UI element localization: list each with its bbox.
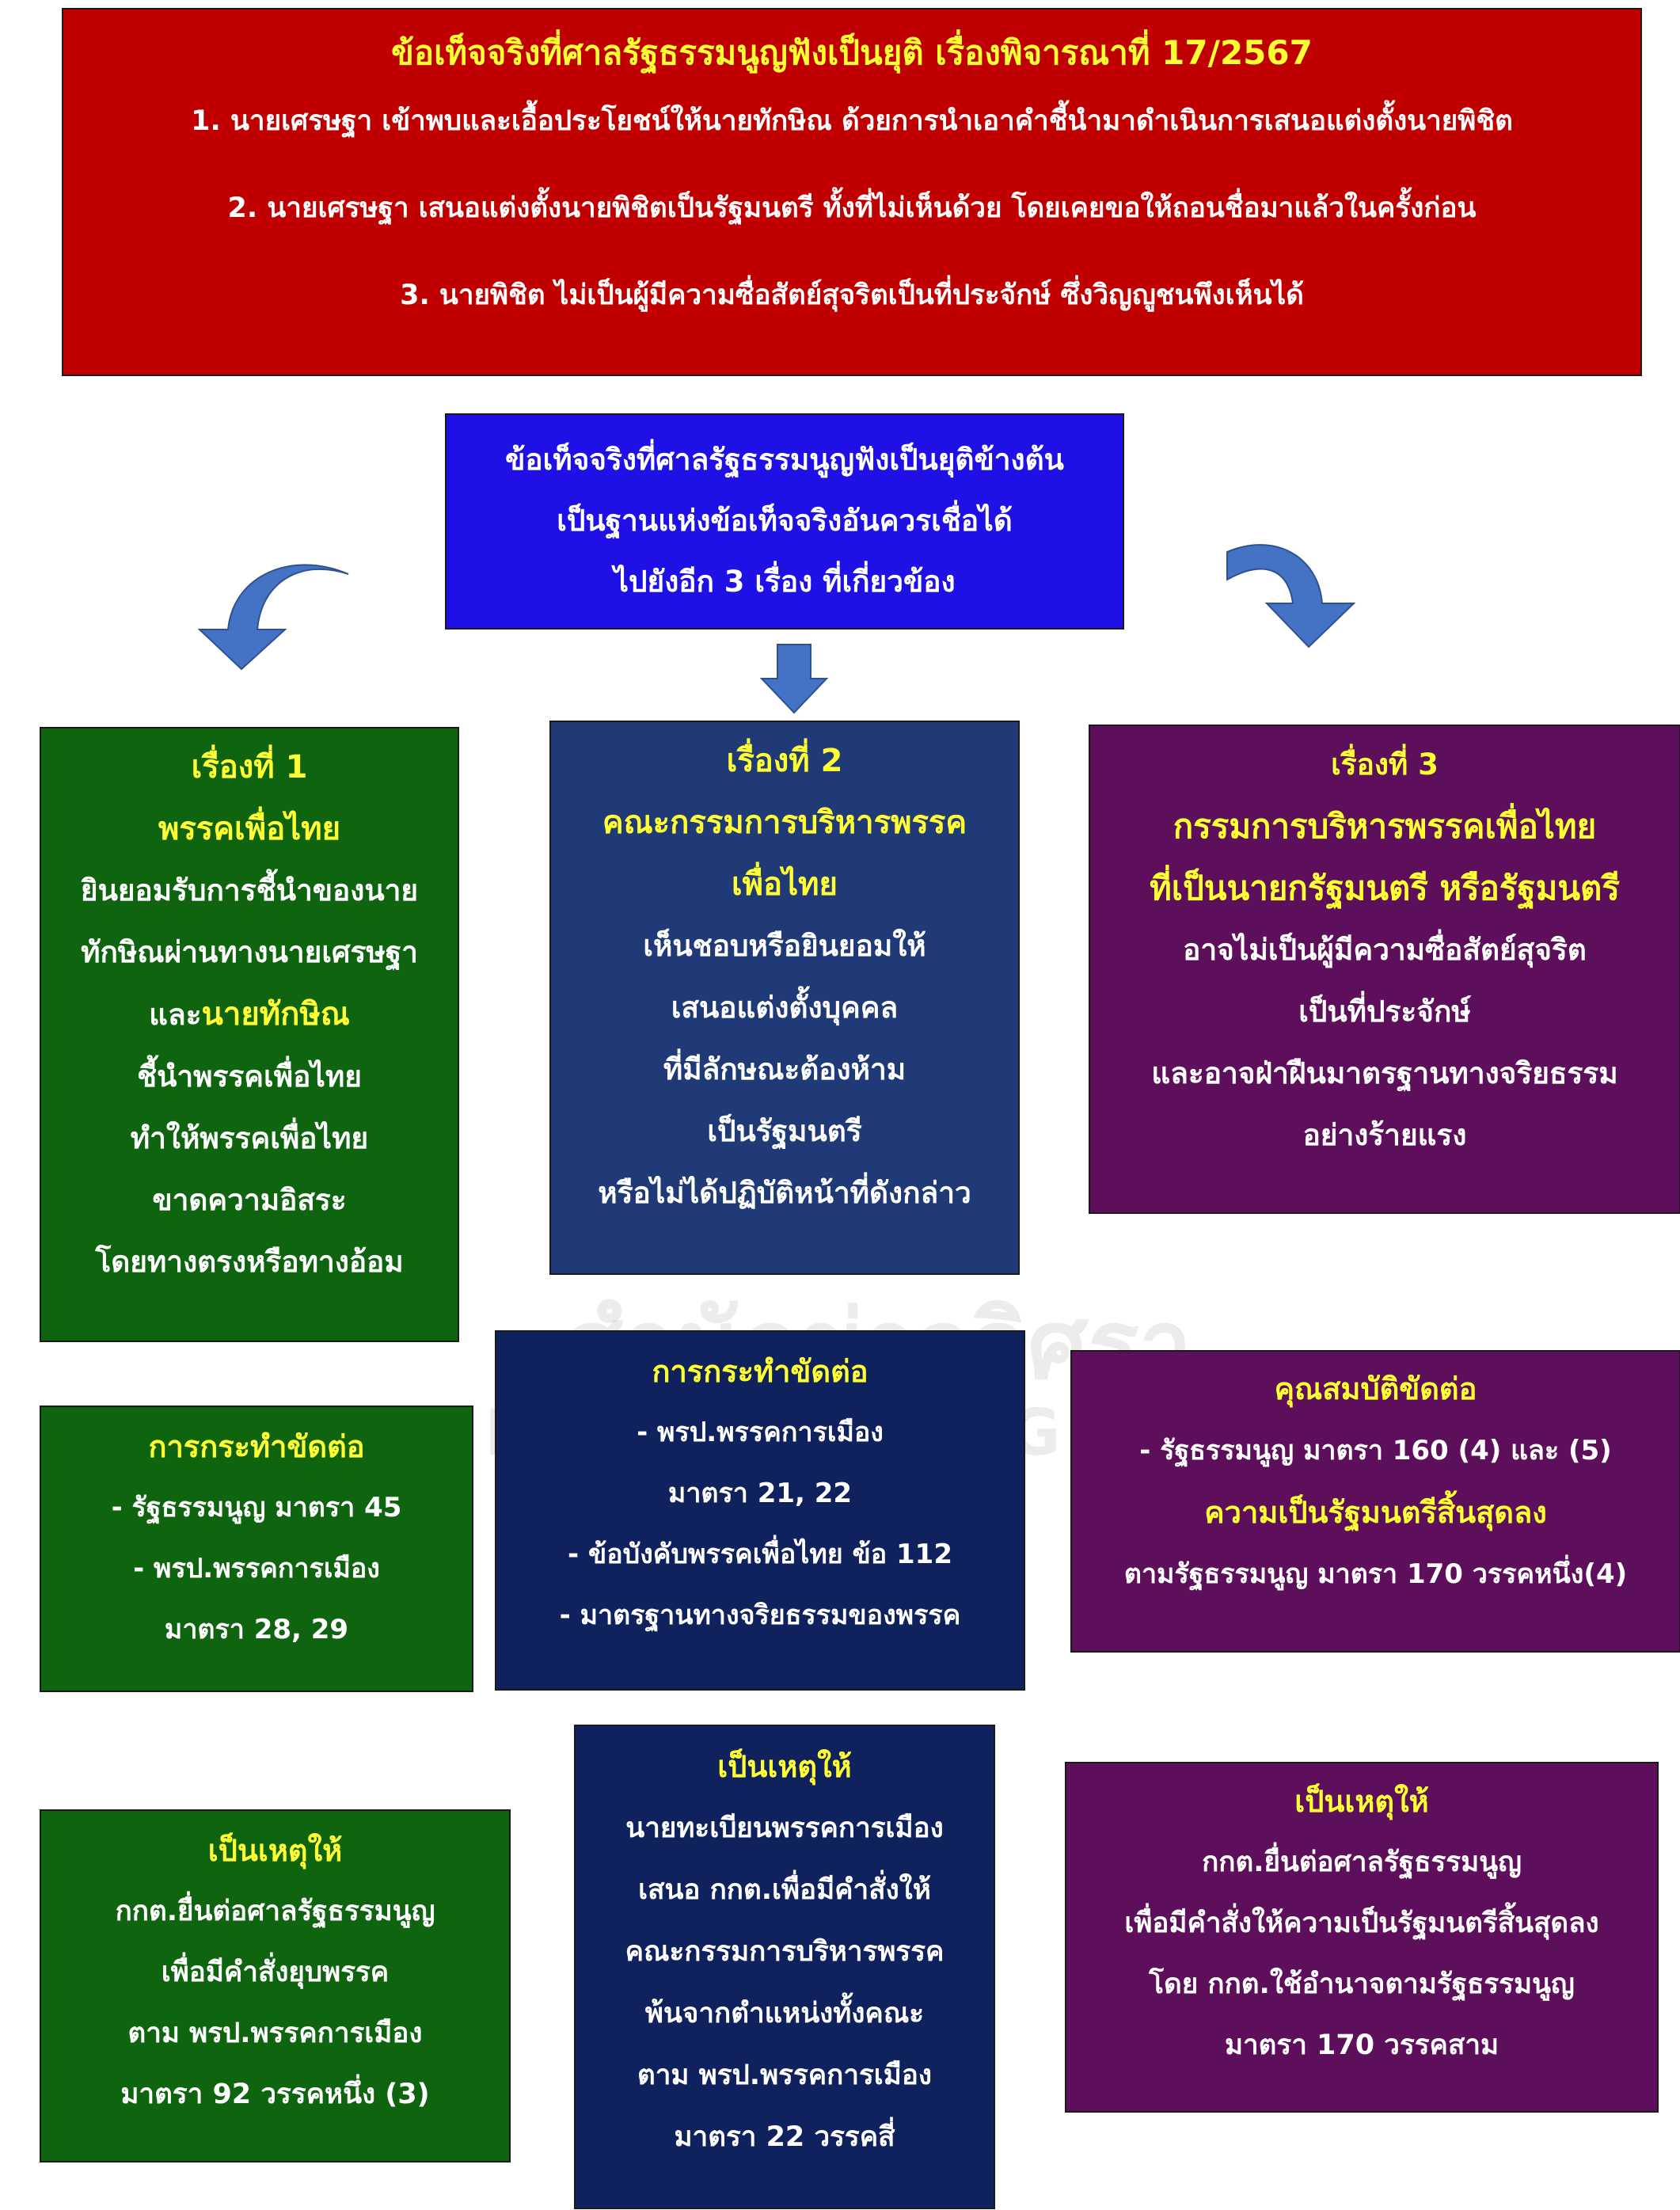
violation-1-line: - รัฐธรรมนูญ มาตรา 45 — [111, 1492, 402, 1523]
group-1-body-line: ทำให้พรรคเพื่อไทย — [130, 1121, 369, 1155]
group-1-heading: เรื่องที่ 1 — [191, 749, 308, 785]
group-2-body-line: เป็นรัฐมนตรี — [707, 1114, 862, 1148]
result-3-line: โดย กกต.ใช้อำนาจตามรัฐธรรมนูญ — [1149, 1968, 1575, 2000]
group-2-subject-line: เพื่อไทย — [732, 866, 838, 903]
group-3-body-line: อาจไม่เป็นผู้มีความซื่อสัตย์สุจริต — [1183, 933, 1587, 967]
curved-arrow-left-icon — [198, 564, 349, 671]
result-3-line: กกต.ยื่นต่อศาลรัฐธรรมนูญ — [1202, 1847, 1522, 1878]
group-3-body-line: และอาจฝ่าฝืนมาตรฐานทางจริยธรรม — [1151, 1056, 1618, 1090]
result-3-heading: เป็นเหตุให้ — [1294, 1784, 1429, 1819]
violation-3-line: ตามรัฐธรรมนูญ มาตรา 170 วรรคหนึ่ง(4) — [1123, 1558, 1628, 1590]
group-1-body-line: โดยทางตรงหรือทางอ้อม — [95, 1245, 404, 1279]
basis-line-1: ข้อเท็จจริงที่ศาลรัฐธรรมนูญฟังเป็นยุติข้… — [505, 443, 1064, 477]
result-1-line: มาตรา 92 วรรคหนึ่ง (3) — [120, 2079, 430, 2110]
group-3-body-line: อย่างร้ายแรง — [1302, 1118, 1467, 1152]
group-2-heading: เรื่องที่ 2 — [726, 743, 843, 779]
result-2-line: มาตรา 22 วรรคสี่ — [674, 2121, 895, 2153]
violation-1-heading: การกระทำขัดต่อ — [148, 1429, 365, 1464]
violation-3-heading-2: ความเป็นรัฐมนตรีสิ้นสุดลง — [1204, 1495, 1547, 1530]
result-1-line: กกต.ยื่นต่อศาลรัฐธรรมนูญ — [115, 1896, 435, 1927]
violation-3-box: คุณสมบัติขัดต่อ - รัฐธรรมนูญ มาตรา 160 (… — [1070, 1350, 1680, 1653]
group-1-body-line: ชี้นำพรรคเพื่อไทย — [136, 1059, 362, 1094]
violation-3-line: - รัฐธรรมนูญ มาตรา 160 (4) และ (5) — [1139, 1435, 1612, 1466]
result-2-heading: เป็นเหตุให้ — [717, 1749, 852, 1784]
group-2-body-line: หรือไม่ได้ปฏิบัติหน้าที่ดังกล่าว — [598, 1176, 971, 1210]
group-3-box: เรื่องที่ 3 กรรมการบริหารพรรคเพื่อไทย ที… — [1089, 725, 1680, 1214]
violation-1-line: - พรป.พรรคการเมือง — [133, 1553, 380, 1584]
violation-1-box: การกระทำขัดต่อ - รัฐธรรมนูญ มาตรา 45 - พ… — [40, 1405, 473, 1692]
group-2-box: เรื่องที่ 2 คณะกรรมการบริหารพรรค เพื่อไท… — [549, 721, 1020, 1275]
violation-2-heading: การกระทำขัดต่อ — [652, 1354, 869, 1389]
fact-item-2: 2. นายเศรษฐา เสนอแต่งตั้งนายพิชิตเป็นรัฐ… — [227, 192, 1477, 224]
violation-2-line: - ข้อบังคับพรรคเพื่อไทย ข้อ 112 — [568, 1539, 952, 1570]
facts-box: ข้อเท็จจริงที่ศาลรัฐธรรมนูญฟังเป็นยุติ เ… — [62, 8, 1642, 376]
group-1-subject: พรรคเพื่อไทย — [158, 811, 341, 847]
violation-2-box: การกระทำขัดต่อ - พรป.พรรคการเมือง มาตรา … — [495, 1330, 1025, 1691]
violation-2-line: มาตรา 21, 22 — [667, 1478, 853, 1509]
group-1-mixed-prefix: และ — [149, 998, 202, 1032]
group-2-body-line: ที่มีลักษณะต้องห้าม — [663, 1052, 907, 1086]
result-2-box: เป็นเหตุให้ นายทะเบียนพรรคการเมือง เสนอ … — [574, 1725, 995, 2209]
result-3-line: เพื่อมีคำสั่งให้ความเป็นรัฐมนตรีสิ้นสุดล… — [1124, 1908, 1599, 1939]
fact-item-3: 3. นายพิชิต ไม่เป็นผู้มีความซื่อสัตย์สุจ… — [400, 280, 1304, 311]
result-2-line: ตาม พรป.พรรคการเมือง — [637, 2060, 932, 2091]
result-2-line: เสนอ กกต.เพื่อมีคำสั่งให้ — [638, 1874, 931, 1906]
group-2-subject-line: คณะกรรมการบริหารพรรค — [602, 805, 967, 841]
basis-line-3: ไปยังอีก 3 เรื่อง ที่เกี่ยวข้อง — [614, 565, 956, 599]
group-2-body-line: เห็นชอบหรือยินยอมให้ — [643, 929, 926, 963]
group-1-body-line: ยินยอมรับการชี้นำของนาย — [80, 873, 419, 907]
group-3-subject-line: กรรมการบริหารพรรคเพื่อไทย — [1173, 807, 1597, 846]
group-3-body-line: เป็นที่ประจักษ์ — [1298, 995, 1471, 1029]
result-1-line: ตาม พรป.พรรคการเมือง — [127, 2018, 423, 2049]
violation-1-line: มาตรา 28, 29 — [164, 1614, 349, 1645]
violation-2-line: - พรป.พรรคการเมือง — [637, 1417, 884, 1448]
result-1-line: เพื่อมีคำสั่งยุบพรรค — [161, 1957, 390, 1988]
basis-box: ข้อเท็จจริงที่ศาลรัฐธรรมนูญฟังเป็นยุติข้… — [445, 413, 1124, 630]
group-1-box: เรื่องที่ 1 พรรคเพื่อไทย ยินยอมรับการชี้… — [40, 727, 459, 1342]
violation-3-heading: คุณสมบัติขัดต่อ — [1274, 1371, 1477, 1406]
group-1-mixed-line: และนายทักษิณ — [41, 983, 458, 1046]
result-2-line: พ้นจากตำแหน่งทั้งคณะ — [644, 1998, 925, 2029]
result-3-line: มาตรา 170 วรรคสาม — [1224, 2029, 1499, 2061]
group-1-body-line: ขาดความอิสระ — [152, 1183, 347, 1217]
group-3-subject-line: ที่เป็นนายกรัฐมนตรี หรือรัฐมนตรี — [1150, 869, 1620, 907]
result-2-line: คณะกรรมการบริหารพรรค — [625, 1936, 945, 1968]
group-3-heading: เรื่องที่ 3 — [1331, 747, 1439, 782]
group-1-mixed-highlight: นายทักษิณ — [201, 996, 350, 1033]
result-1-heading: เป็นเหตุให้ — [207, 1833, 343, 1868]
fact-item-1: 1. นายเศรษฐา เข้าพบและเอื้อประโยชน์ให้นา… — [191, 105, 1513, 137]
basis-line-2: เป็นฐานแห่งข้อเท็จจริงอันควรเชื่อได้ — [557, 504, 1013, 538]
group-1-body-line: ทักษิณผ่านทางนายเศรษฐา — [81, 935, 418, 969]
result-1-box: เป็นเหตุให้ กกต.ยื่นต่อศาลรัฐธรรมนูญ เพื… — [40, 1809, 511, 2162]
result-2-line: นายทะเบียนพรรคการเมือง — [625, 1813, 944, 1844]
curved-arrow-right-icon — [1226, 544, 1356, 649]
facts-title: ข้อเท็จจริงที่ศาลรัฐธรรมนูญฟังเป็นยุติ เ… — [391, 33, 1313, 72]
group-2-body-line: เสนอแต่งตั้งบุคคล — [671, 991, 899, 1025]
result-3-box: เป็นเหตุให้ กกต.ยื่นต่อศาลรัฐธรรมนูญ เพื… — [1065, 1762, 1659, 2113]
down-arrow-icon — [760, 644, 828, 714]
violation-2-line: - มาตรฐานทางจริยธรรมของพรรค — [559, 1599, 961, 1631]
